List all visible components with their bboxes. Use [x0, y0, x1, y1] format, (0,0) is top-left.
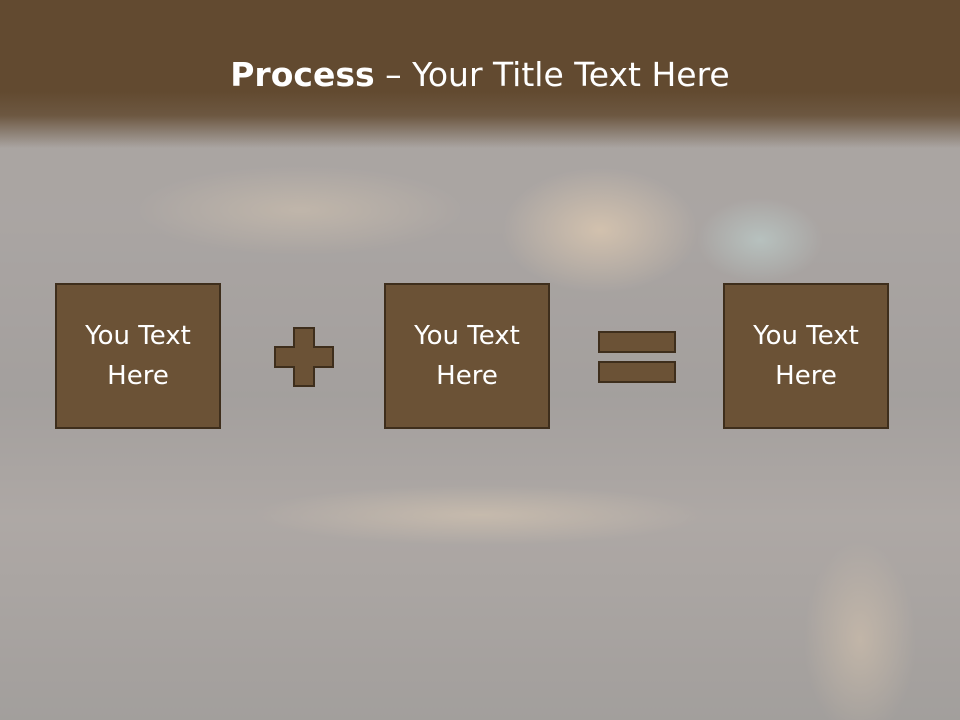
title-band [0, 0, 960, 148]
title-bold-word: Process [230, 55, 375, 94]
process-box-2-label: You Text Here [414, 321, 520, 391]
plus-icon [274, 327, 334, 387]
process-box-1: You Text Here [55, 283, 221, 429]
equals-icon [598, 331, 676, 383]
title-rest: – Your Title Text Here [374, 55, 730, 94]
process-box-3-label: You Text Here [753, 321, 859, 391]
process-box-3: You Text Here [723, 283, 889, 429]
slide-title: Process – Your Title Text Here [0, 52, 960, 98]
process-box-1-label: You Text Here [85, 321, 191, 391]
process-box-2: You Text Here [384, 283, 550, 429]
